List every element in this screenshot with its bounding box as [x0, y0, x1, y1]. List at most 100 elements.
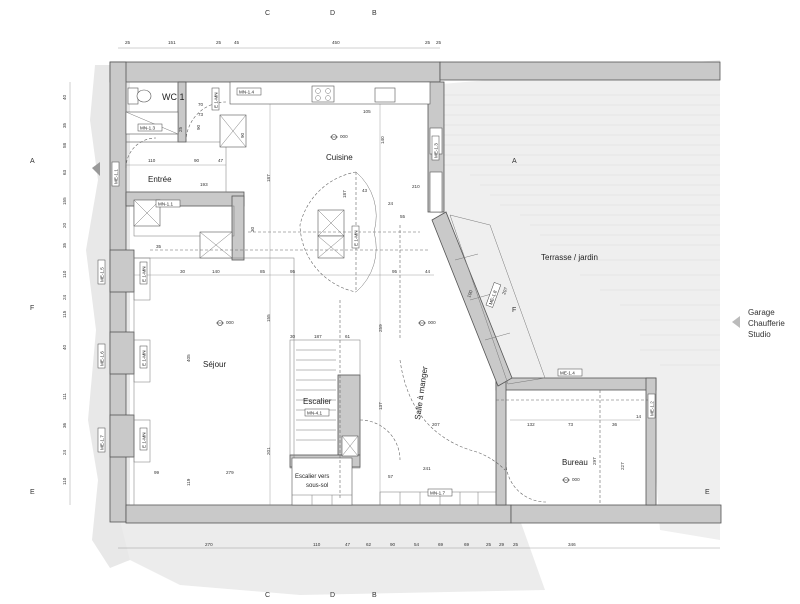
- svg-text:90: 90: [196, 124, 201, 130]
- svg-text:30: 30: [180, 269, 186, 274]
- svg-text:193: 193: [200, 182, 208, 187]
- bottom-dim: 110: [313, 542, 321, 547]
- walls: [109, 61, 722, 524]
- svg-text:ME-1.6: ME-1.6: [100, 351, 105, 366]
- svg-text:35: 35: [156, 244, 162, 249]
- bottom-dim: 25: [486, 542, 492, 547]
- svg-text:187: 187: [266, 174, 271, 182]
- top-dim: 450: [332, 40, 340, 45]
- top-dim: 25: [436, 40, 442, 45]
- svg-text:95: 95: [290, 269, 296, 274]
- wall-bottom-right: [510, 504, 722, 524]
- svg-text:58: 58: [62, 142, 67, 148]
- section-label-a-right: A: [512, 158, 517, 165]
- room-label-wc: WC 1: [162, 92, 185, 102]
- inner-lines: [125, 81, 497, 506]
- svg-text:40: 40: [62, 94, 67, 100]
- tag-me-1-7: ME-1.7: [97, 427, 106, 453]
- cooktop-icon: [311, 85, 335, 103]
- svg-text:24: 24: [388, 201, 394, 206]
- svg-text:115: 115: [62, 310, 67, 318]
- top-dim: 151: [168, 40, 176, 45]
- svg-text:E 1-MN: E 1-MN: [142, 350, 147, 366]
- tag-e-1-mn-d: E 1-MN: [139, 345, 148, 369]
- svg-text:85: 85: [260, 269, 266, 274]
- svg-text:140: 140: [380, 136, 385, 144]
- tag-e-1-mn-b: E 1-MN: [351, 225, 360, 249]
- section-label-e-left: E: [30, 489, 35, 496]
- svg-text:90: 90: [240, 132, 245, 138]
- section-arrow-left: [92, 162, 100, 176]
- svg-text:155: 155: [266, 314, 271, 322]
- door-arc-bureau: [505, 461, 547, 503]
- svg-text:187: 187: [314, 334, 322, 339]
- svg-text:25: 25: [178, 126, 183, 132]
- left-dims: 40 35 58 63 155 20 35 110 24 115 40 111 …: [62, 94, 67, 485]
- svg-text:55: 55: [400, 214, 406, 219]
- svg-text:100: 100: [466, 289, 473, 298]
- level-marker-sejour: 000: [216, 320, 234, 326]
- svg-text:ME-1.3: ME-1.3: [434, 143, 439, 158]
- room-label-escalier-sous-sol-2: sous-sol: [306, 483, 328, 489]
- dimension-lines: [69, 47, 720, 549]
- svg-text:30: 30: [290, 334, 296, 339]
- svg-text:405: 405: [186, 354, 191, 362]
- svg-text:E 1-MN: E 1-MN: [354, 230, 359, 246]
- wall-entry-right: [231, 195, 245, 261]
- slanted-wall: [431, 211, 546, 387]
- tag-e-1-mn-c: E 1-MN: [139, 261, 148, 285]
- tag-mn-1-4: MN-1.4: [236, 87, 262, 96]
- svg-text:MN-1.3: MN-1.3: [140, 126, 156, 131]
- section-label-c-bottom: C: [265, 592, 270, 599]
- external-label-studio: Studio: [748, 330, 771, 339]
- external-label-chaufferie: Chaufferie: [748, 319, 785, 328]
- wall-bottom: [125, 504, 512, 524]
- level-cuisine: 000: [340, 134, 348, 139]
- svg-text:36: 36: [612, 422, 618, 427]
- tag-mn-1-1: MN-1.1: [155, 199, 181, 208]
- room-label-cuisine: Cuisine: [326, 153, 353, 162]
- external-label-garage: Garage: [748, 308, 775, 317]
- svg-text:E 1-MN: E 1-MN: [142, 432, 147, 448]
- section-label-e-right: E: [705, 489, 710, 496]
- svg-text:ME-1.7: ME-1.7: [100, 435, 105, 450]
- section-label-b-top: B: [372, 10, 377, 17]
- room-label-entree: Entrée: [148, 175, 172, 184]
- svg-text:20: 20: [62, 222, 67, 228]
- door-arc-sam: [359, 419, 401, 461]
- section-label-d-bottom: D: [330, 592, 335, 599]
- tag-me-1-1: ME-1.1: [111, 161, 120, 187]
- section-label-c-top: C: [265, 10, 270, 17]
- bottom-dim: 47: [345, 542, 351, 547]
- svg-text:36: 36: [62, 422, 67, 428]
- svg-text:35: 35: [62, 122, 67, 128]
- bottom-dim: 25: [513, 542, 519, 547]
- section-label-f-left: F: [30, 305, 34, 312]
- section-label-a-left: A: [30, 158, 35, 165]
- site-shading-right: [430, 60, 720, 540]
- svg-text:57: 57: [388, 474, 394, 479]
- tag-me-1-4: ME-1.4: [557, 368, 583, 377]
- section-label-d-top: D: [330, 10, 335, 17]
- wall-top: [109, 61, 441, 83]
- site-shading-bottom: [120, 520, 545, 595]
- svg-text:24: 24: [62, 449, 67, 455]
- svg-text:30: 30: [250, 226, 255, 232]
- wall-wc: [177, 81, 187, 143]
- wall-bureau-right: [645, 377, 657, 506]
- svg-text:63: 63: [62, 169, 67, 175]
- section-label-f-right: F: [512, 307, 516, 314]
- svg-text:44: 44: [425, 269, 431, 274]
- svg-text:E 1-MN: E 1-MN: [142, 266, 147, 282]
- bottom-dim: 346: [568, 542, 576, 547]
- tag-e-1-mn-e: E 1-MN: [139, 427, 148, 451]
- svg-text:241: 241: [423, 466, 431, 471]
- room-label-bureau: Bureau: [562, 458, 588, 467]
- svg-text:110: 110: [148, 158, 156, 163]
- entry-door-arc: [125, 137, 157, 169]
- level-sejour: 000: [226, 320, 234, 325]
- wall-bureau-top: [495, 377, 657, 391]
- bottom-dim: 90: [390, 542, 396, 547]
- tag-me-1-6: ME-1.6: [97, 343, 106, 369]
- level-salle-a-manger: 000: [428, 320, 436, 325]
